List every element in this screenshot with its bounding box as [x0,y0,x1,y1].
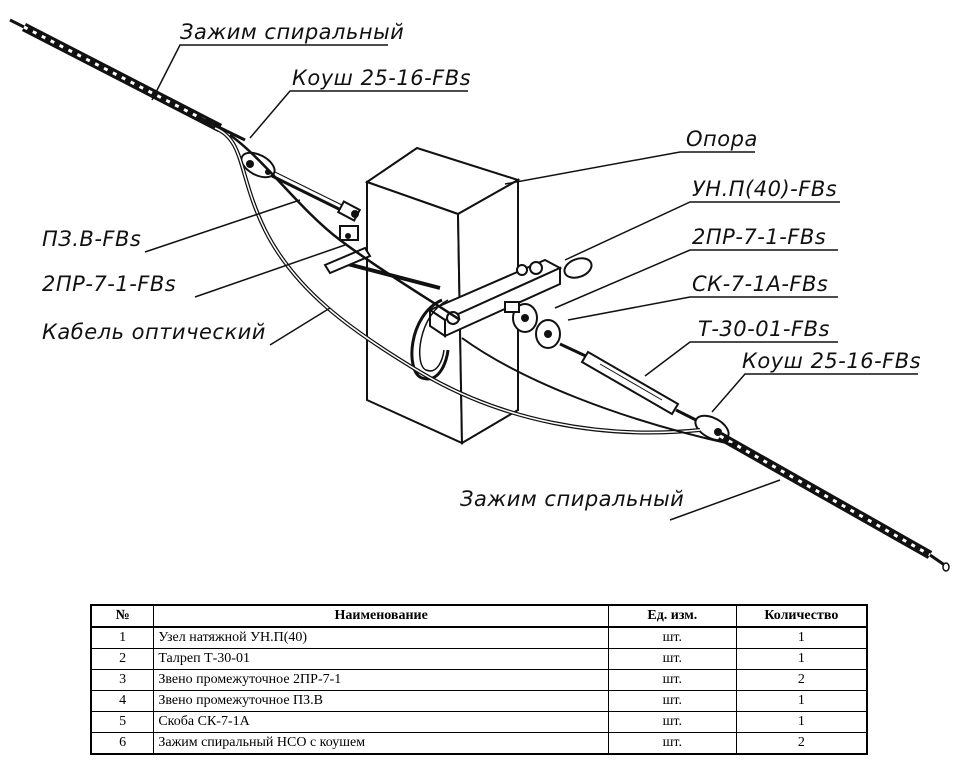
header-unit: Ед. изм. [608,604,737,628]
label-thimble-top: Коуш 25-16-FBs [292,66,471,90]
shackle [504,301,561,349]
turnbuckle [559,342,701,424]
row-name: Узел натяжной УН.П(40) [153,626,610,649]
label-thimble-bottom: Коуш 25-16-FBs [742,349,921,373]
leader-lines [144,44,918,521]
header-quantity: Количество [735,604,868,628]
table-row: 6 Зажим спиральный НСО с коушем шт. 2 [90,732,868,755]
label-unp: УН.П(40)-FBs [692,177,837,201]
row-name: Звено промежуточное ПЗ.В [153,690,610,712]
table-header-row: № Наименование Ед. изм. Количество [90,604,868,628]
row-quantity: 1 [735,711,868,733]
label-2pr-left: 2ПР-7-1-FBs [42,272,176,296]
row-name: Скоба СК-7-1А [153,711,610,733]
row-unit: шт. [608,648,737,670]
label-spiral-clamp-top: Зажим спиральный [180,20,404,44]
table-row: 4 Звено промежуточное ПЗ.В шт. 1 [90,690,868,712]
label-pole: Опора [686,127,758,151]
row-quantity: 2 [735,732,868,755]
row-quantity: 2 [735,669,868,691]
pole [364,146,521,445]
label-pzv: ПЗ.В-FBs [42,227,141,251]
row-name: Зажим спиральный НСО с коушем [153,732,610,755]
thimble-left [240,151,276,179]
optical-cable [214,126,736,446]
row-number: 5 [90,711,155,733]
row-number: 1 [90,626,155,649]
row-number: 4 [90,690,155,712]
row-unit: шт. [608,732,737,755]
header-number: № [90,604,155,628]
row-name: Звено промежуточное 2ПР-7-1 [153,669,610,691]
label-optical-cable: Кабель оптический [42,320,266,344]
row-unit: шт. [608,669,737,691]
table-row: 3 Звено промежуточное 2ПР-7-1 шт. 2 [90,669,868,691]
row-unit: шт. [608,711,737,733]
label-t30: Т-30-01-FBs [698,317,830,341]
spiral-clamp-right [717,432,950,572]
parts-table: № Наименование Ед. изм. Количество 1 Узе… [90,604,868,755]
assembly-drawing: Зажим спиральный Коуш 25-16-FBs Опора УН… [9,18,950,572]
spiral-clamp-left [9,18,246,142]
row-name: Талреп Т-30-01 [153,648,610,670]
row-number: 3 [90,669,155,691]
bracket-plate [323,246,563,338]
row-number: 6 [90,732,155,755]
table-row: 1 Узел натяжной УН.П(40) шт. 1 [90,626,868,649]
table-row: 5 Скоба СК-7-1А шт. 1 [90,711,868,733]
row-number: 2 [90,648,155,670]
label-2pr-right: 2ПР-7-1-FBs [692,225,826,249]
row-unit: шт. [608,626,737,649]
label-sk: СК-7-1А-FBs [692,272,828,296]
table-row: 2 Талреп Т-30-01 шт. 1 [90,648,868,670]
header-name: Наименование [153,604,610,628]
row-quantity: 1 [735,626,868,649]
row-quantity: 1 [735,648,868,670]
row-quantity: 1 [735,690,868,712]
row-unit: шт. [608,690,737,712]
links-left [271,171,362,241]
label-spiral-clamp-bottom: Зажим спиральный [460,487,684,511]
u-bolt [410,257,593,381]
